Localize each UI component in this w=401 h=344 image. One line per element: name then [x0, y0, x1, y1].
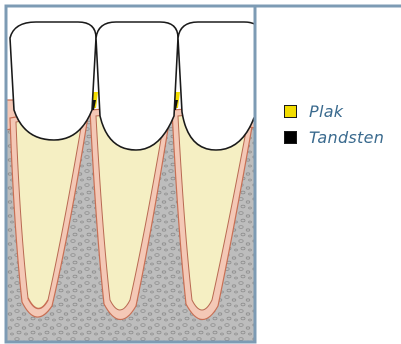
legend-label-plaque: Plak [309, 102, 343, 121]
tartar-swatch [284, 131, 297, 144]
legend-label-tartar: Tandsten [309, 128, 384, 147]
tooth-2-crown [96, 22, 178, 150]
legend-item-plaque: Plak [284, 100, 384, 122]
plaque-swatch [284, 105, 297, 118]
legend: Plak Tandsten [284, 100, 384, 152]
tooth-1-crown [10, 22, 96, 140]
legend-item-tartar: Tandsten [284, 126, 384, 148]
